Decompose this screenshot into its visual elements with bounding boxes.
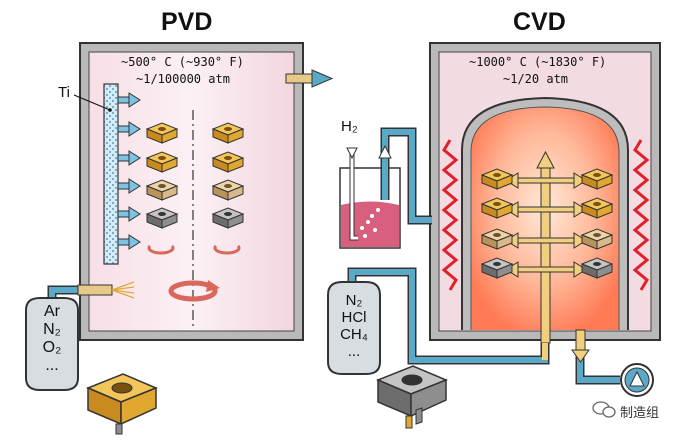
insert [580, 197, 614, 219]
ti-label: Ti [58, 84, 70, 101]
insert [211, 122, 245, 144]
cvd-gas-hcl: HCl [341, 309, 367, 326]
cvd-exhaust-pipe [571, 329, 620, 385]
pvd-small-rotation-arrows [147, 244, 241, 255]
h2-bubbler [339, 147, 401, 249]
pvd-inserts [145, 122, 245, 229]
insert [580, 228, 614, 250]
insert [480, 228, 514, 250]
insert [580, 168, 614, 190]
pvd-gas-ar: Ar [44, 303, 60, 320]
pvd-gas-bottle [25, 297, 79, 391]
insert [480, 168, 514, 190]
bubbler-outlet-pipe [378, 127, 432, 225]
pvd-gas-n2: N₂ [43, 321, 61, 338]
pvd-coated-insert [86, 373, 158, 435]
insert [211, 151, 245, 173]
cvd-coated-insert [376, 365, 448, 429]
pvd-emission-arrows [117, 92, 141, 250]
cvd-gas-more: ... [347, 343, 361, 360]
pvd-main-rotation-arrow [168, 280, 220, 302]
insert [480, 197, 514, 219]
watermark-text: 制造组 [620, 405, 660, 420]
cvd-gas-bottle [327, 281, 381, 375]
ti-target [73, 83, 119, 265]
pvd-pressure: ~1/100000 atm [136, 72, 230, 86]
insert [580, 257, 614, 279]
pvd-gas-inlet [47, 281, 135, 300]
h2-label: H₂ [341, 118, 358, 135]
insert [145, 179, 179, 201]
vacuum-pump [620, 363, 654, 397]
cvd-gas-distributor [505, 150, 587, 344]
cvd-gas-ch4: CH₄ [340, 326, 368, 343]
insert [211, 179, 245, 201]
insert [145, 122, 179, 144]
cvd-gas-supply-pipe [347, 267, 550, 365]
cvd-pressure: ~1/20 atm [503, 72, 569, 86]
cvd-gas-list: N₂ HCl CH₄ ... [328, 292, 380, 360]
insert [145, 207, 179, 229]
pvd-exhaust-arrow [285, 69, 334, 88]
cvd-temperature: ~1000° C (~1830° F) [469, 55, 607, 69]
cvd-gas-n2: N₂ [345, 292, 363, 309]
cvd-heaters [441, 139, 650, 291]
pvd-gas-more: ... [45, 357, 59, 374]
cvd-title: CVD [513, 8, 566, 36]
cvd-inserts [480, 168, 614, 279]
pvd-gas-list: Ar N₂ O₂ ... [26, 303, 78, 375]
pvd-gas-o2: O₂ [42, 339, 62, 356]
pvd-temperature: ~500° C (~930° F) [121, 55, 244, 69]
pvd-title: PVD [161, 8, 213, 36]
insert [480, 257, 514, 279]
insert [145, 151, 179, 173]
watermark-logo-icon [592, 401, 616, 418]
insert [211, 207, 245, 229]
